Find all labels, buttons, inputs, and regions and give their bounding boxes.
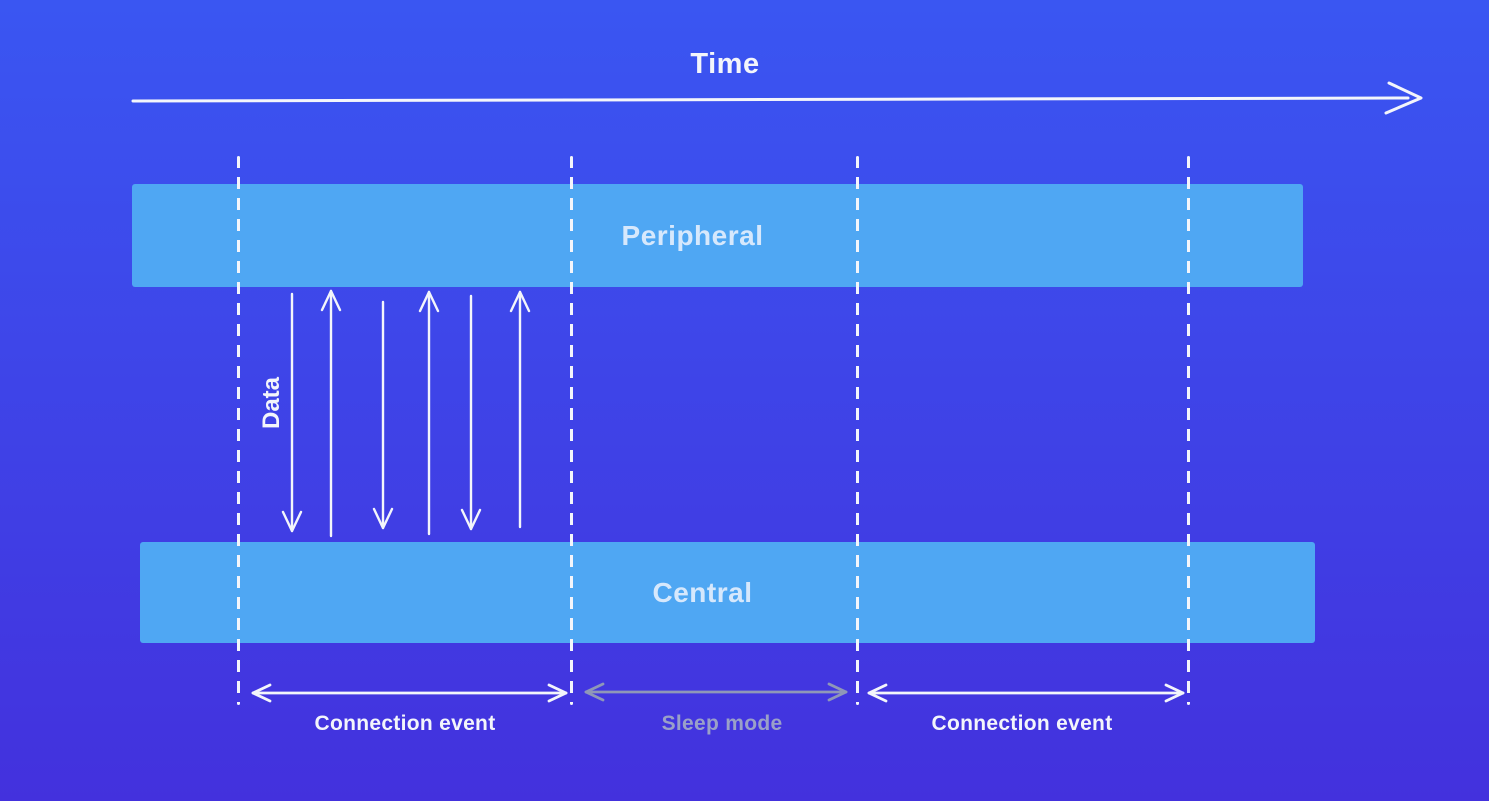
data-label: Data	[258, 376, 285, 430]
sleep-mode-span-arrow	[584, 682, 848, 702]
data-arrow-up-3	[509, 290, 531, 529]
event-boundary-line-4	[1187, 156, 1190, 705]
peripheral-bar-label: Peripheral	[621, 219, 764, 251]
interval-label-connection-event-2: Connection event	[931, 712, 1113, 735]
peripheral-bar: Peripheral	[132, 184, 1303, 287]
time-axis-arrow	[131, 81, 1423, 115]
central-bar-label: Central	[652, 576, 753, 608]
connection-event-span-arrow-2	[867, 683, 1185, 703]
event-boundary-line-2	[570, 156, 573, 705]
data-arrow-up-2	[418, 290, 440, 536]
data-arrow-down-3	[460, 294, 482, 531]
event-boundary-line-3	[856, 156, 859, 705]
event-boundary-line-1	[237, 156, 240, 705]
data-arrow-down-2	[372, 300, 394, 530]
central-bar: Central	[140, 542, 1315, 643]
time-axis-label: Time	[690, 48, 760, 80]
interval-label-sleep-mode: Sleep mode	[661, 712, 783, 735]
data-arrow-up-1	[320, 289, 342, 538]
connection-event-span-arrow-1	[251, 683, 568, 703]
interval-label-connection-event-1: Connection event	[314, 712, 496, 735]
